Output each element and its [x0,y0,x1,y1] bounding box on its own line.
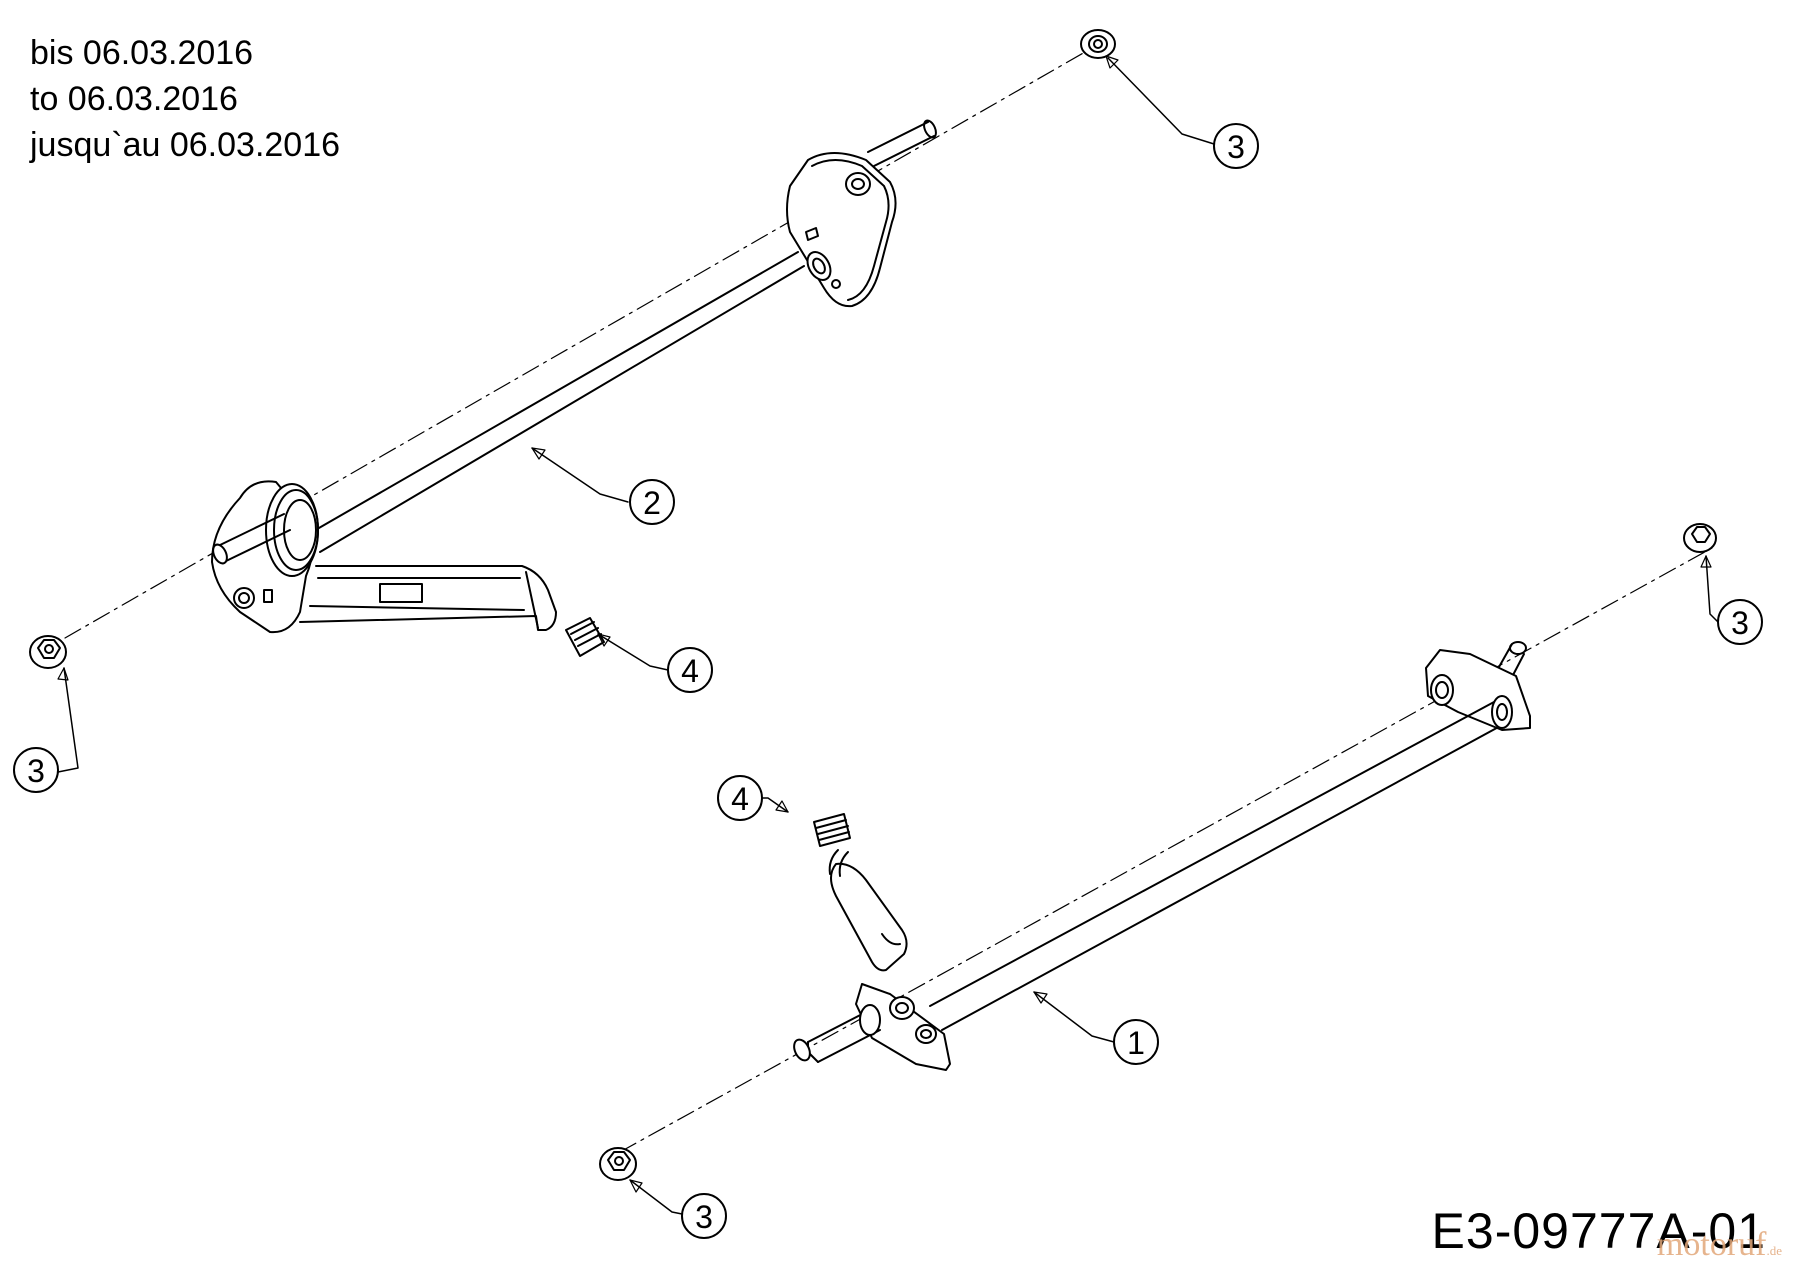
rear-right-stub [867,119,937,167]
svg-text:4: 4 [681,653,699,689]
flange-nut-right [1683,523,1717,553]
watermark-text: motoruf [1656,1226,1767,1263]
front-axle-assembly [619,547,1713,1153]
callout-4-upper: 4 [667,647,713,693]
rear-axle-tube [311,251,832,553]
callout-3-bottom: 3 [681,1193,727,1239]
svg-text:2: 2 [643,485,661,521]
watermark-suffix: .de [1766,1243,1782,1258]
front-right-plate [1425,649,1531,731]
svg-text:4: 4 [731,781,749,817]
front-axle-tube [929,695,1513,1031]
bushing-upper [565,617,605,657]
rear-right-plate [786,152,897,308]
leader-arrowheads [57,55,1712,1193]
flange-nut-bottom [599,1147,637,1181]
svg-text:3: 3 [695,1199,713,1235]
callout-4-lower: 4 [717,775,763,821]
validity-note-de: bis 06.03.2016 [30,34,254,72]
rear-pivot-arm [299,565,557,631]
front-steering-arm [828,849,908,972]
svg-text:3: 3 [1227,129,1245,165]
callout-3-top: 3 [1213,123,1259,169]
callout-3-left: 3 [13,747,59,793]
validity-note-en: to 06.03.2016 [30,80,238,118]
svg-text:1: 1 [1127,1025,1145,1061]
callout-3-right: 3 [1717,599,1763,645]
callout-2: 2 [629,479,675,525]
axis-centerline [619,547,1713,1153]
watermark-logo: motoruf.de [1657,1226,1782,1264]
bushing-lower [813,813,851,847]
rear-left-stub [212,513,291,565]
front-left-stub [793,1004,881,1063]
validity-note-fr: jusqu`au 06.03.2016 [30,126,341,164]
rear-left-plate [211,480,319,634]
svg-text:3: 3 [27,753,45,789]
rear-axle-assembly [64,51,1086,639]
front-left-plate [855,983,951,1071]
axis-centerline [64,51,1086,639]
flange-nut-left [29,635,67,669]
svg-text:3: 3 [1731,605,1749,641]
callout-1: 1 [1113,1019,1159,1065]
drawing-number: E3-09777A-01 [1431,1203,1766,1259]
flange-nut-top-right [1080,29,1116,59]
